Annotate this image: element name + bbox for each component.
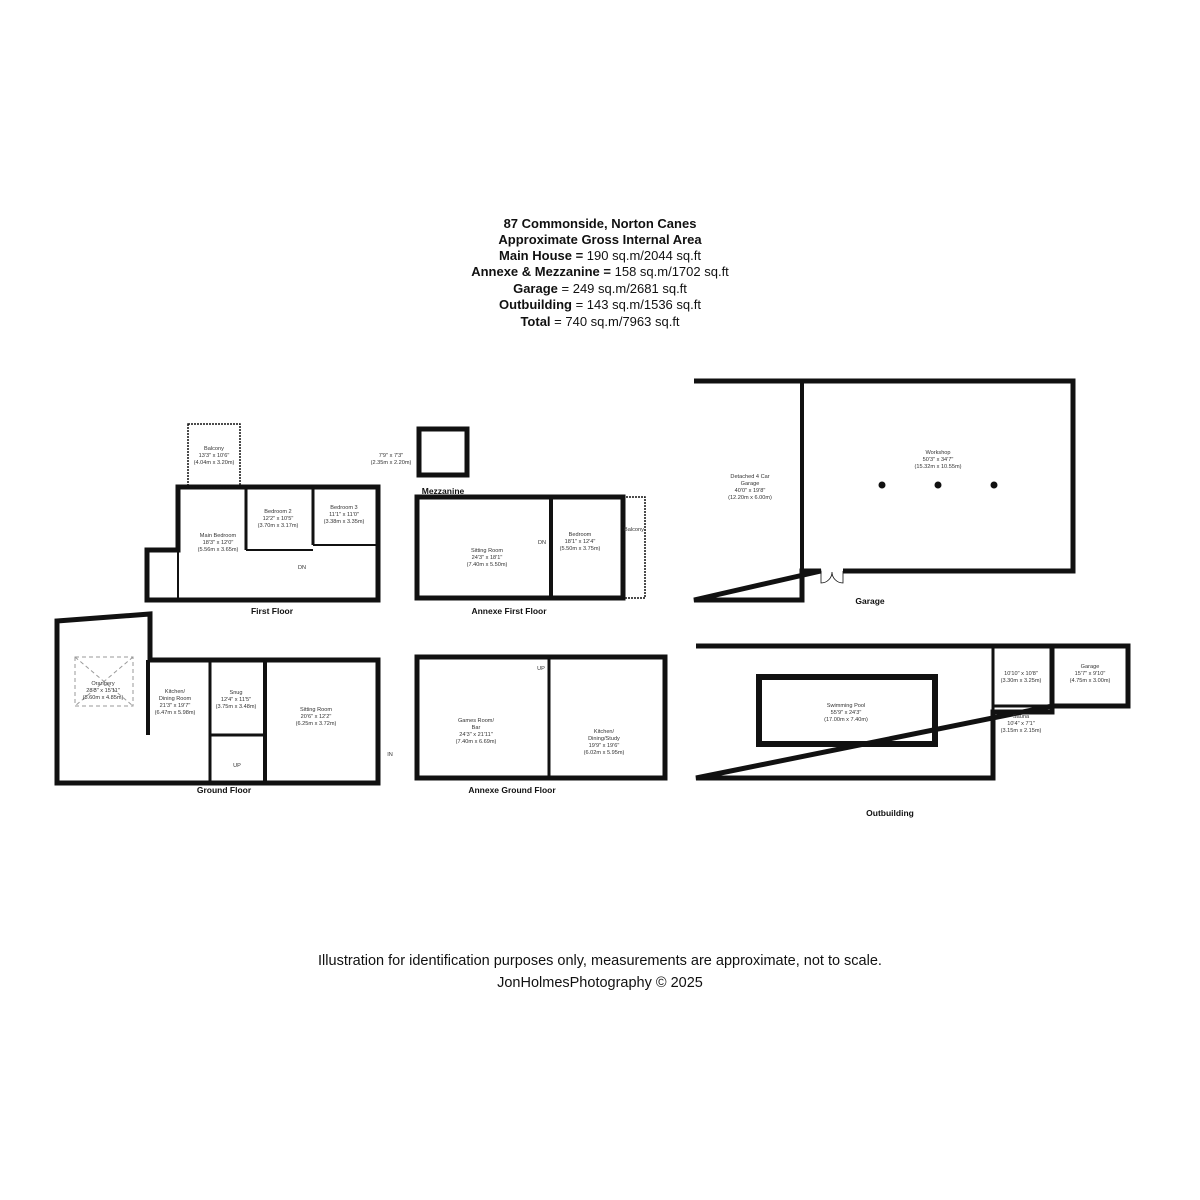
mezzanine-walls — [416, 426, 470, 478]
label-annexe-ground-floor: Annexe Ground Floor — [468, 785, 556, 795]
orangery-roof-lantern — [74, 656, 134, 707]
credit: JonHolmesPhotography © 2025 — [497, 975, 703, 991]
area-annexe: Annexe & Mezzanine = 158 sq.m/1702 sq.ft — [471, 264, 729, 279]
room-plant: 10'10" x 10'8"(3.30m x 3.25m) — [1000, 671, 1042, 684]
first-floor-walls — [144, 484, 381, 603]
area-garage: Garage = 249 sq.m/2681 sq.ft — [513, 281, 687, 296]
garage-doors — [820, 571, 844, 584]
area-total: Total = 740 sq.m/7963 sq.ft — [520, 314, 680, 329]
room-mezzanine: 7'9" x 7'3"(2.35m x 2.20m) — [370, 453, 412, 466]
label-garage: Garage — [855, 596, 885, 606]
area-subtitle: Approximate Gross Internal Area — [498, 232, 702, 247]
label-outbuilding: Outbuilding — [866, 808, 914, 818]
stairs-up-ground: UP — [233, 763, 241, 769]
entrance-marker: IN — [387, 752, 393, 758]
ground-floor-walls — [54, 611, 381, 786]
disclaimer: Illustration for identification purposes… — [318, 953, 882, 969]
label-mezzanine: Mezzanine — [421, 486, 465, 496]
swimming-pool — [756, 674, 938, 747]
property-address: 87 Commonside, Norton Canes — [503, 216, 697, 231]
first-floor-balcony — [187, 423, 241, 488]
area-outbuilding: Outbuilding = 143 sq.m/1536 sq.ft — [499, 297, 701, 312]
stairs-dn-annexe: DN — [537, 540, 547, 546]
garage-walls — [693, 378, 1076, 603]
outbuilding-walls — [695, 643, 1131, 781]
workshop-columns — [878, 481, 998, 489]
label-first-floor: First Floor — [250, 606, 294, 616]
room-annexe-balcony: Balcony — [624, 527, 644, 533]
stairs-up-annexe: UP — [537, 666, 545, 672]
annexe-balcony — [622, 496, 646, 599]
label-ground-floor: Ground Floor — [196, 785, 252, 795]
label-annexe-first-floor: Annexe First Floor — [471, 606, 547, 616]
stairs-dn-first: DN — [297, 565, 307, 571]
area-main-house: Main House = 190 sq.m/2044 sq.ft — [499, 248, 701, 263]
annexe-ground-floor-walls — [414, 654, 668, 781]
